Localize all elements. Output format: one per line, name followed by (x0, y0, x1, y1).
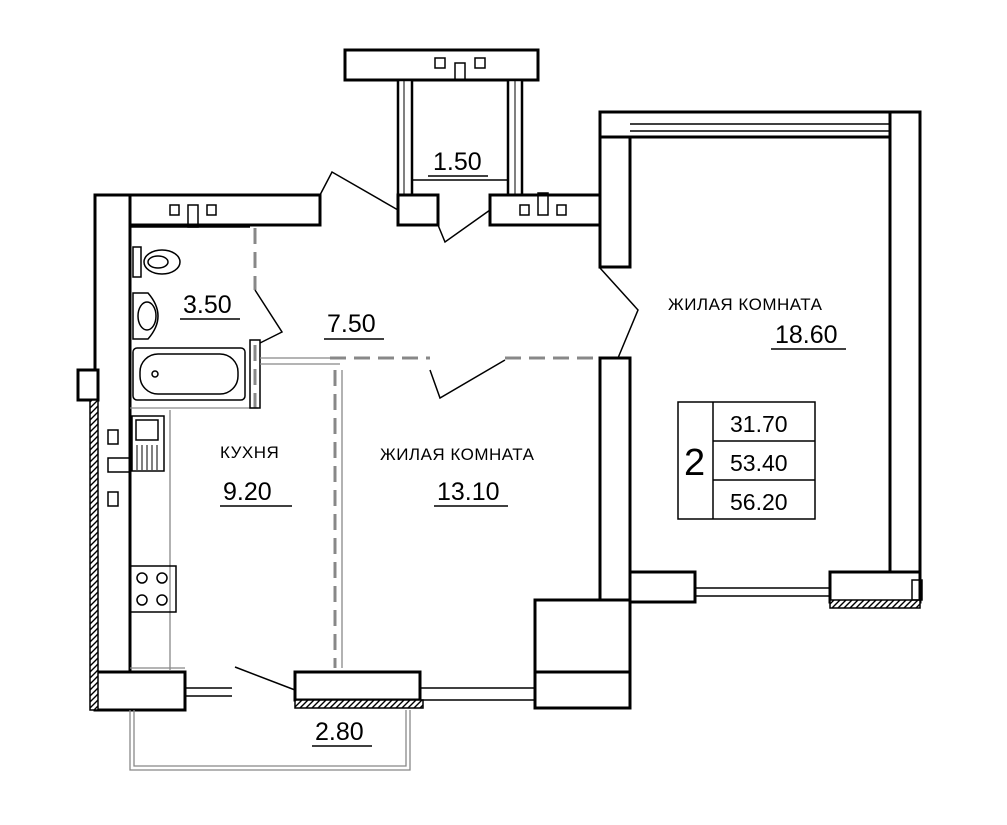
kitchen-sink-icon (131, 415, 165, 472)
outer-walls (76, 110, 922, 712)
interior-partitions (130, 226, 600, 670)
rooms-count: 2 (684, 442, 705, 484)
hallway-area: 7.50 (327, 310, 376, 338)
radiator-icon (107, 429, 131, 507)
area-summary-table: 2 31.70 53.40 56.20 (677, 401, 816, 520)
stove-icon (129, 565, 177, 613)
radiator-icon (519, 192, 567, 216)
living-small-area: 13.10 (437, 478, 500, 506)
living-area-value: 31.70 (730, 411, 788, 437)
doors (234, 170, 639, 691)
top-balcony-area: 1.50 (433, 148, 482, 176)
living-small-name: ЖИЛАЯ КОМНАТА (380, 445, 535, 464)
windows (185, 123, 890, 701)
kitchen-area: 9.20 (223, 478, 272, 506)
total-area-value: 53.40 (730, 450, 788, 476)
toilet-icon (132, 246, 181, 278)
facade-hatching (89, 399, 921, 711)
bottom-loggia (129, 710, 411, 771)
kitchen-name: КУХНЯ (220, 443, 279, 462)
total-area-with-balcony-value: 56.20 (730, 489, 788, 515)
bathroom-area: 3.50 (183, 291, 232, 319)
bathtub-icon (132, 347, 246, 401)
radiator-icon (169, 204, 217, 228)
living-large-name: ЖИЛАЯ КОМНАТА (668, 295, 823, 314)
sink-icon (132, 292, 159, 340)
loggia-area: 2.80 (315, 718, 364, 746)
radiator-icon (434, 57, 486, 81)
living-large-area: 18.60 (775, 321, 838, 349)
